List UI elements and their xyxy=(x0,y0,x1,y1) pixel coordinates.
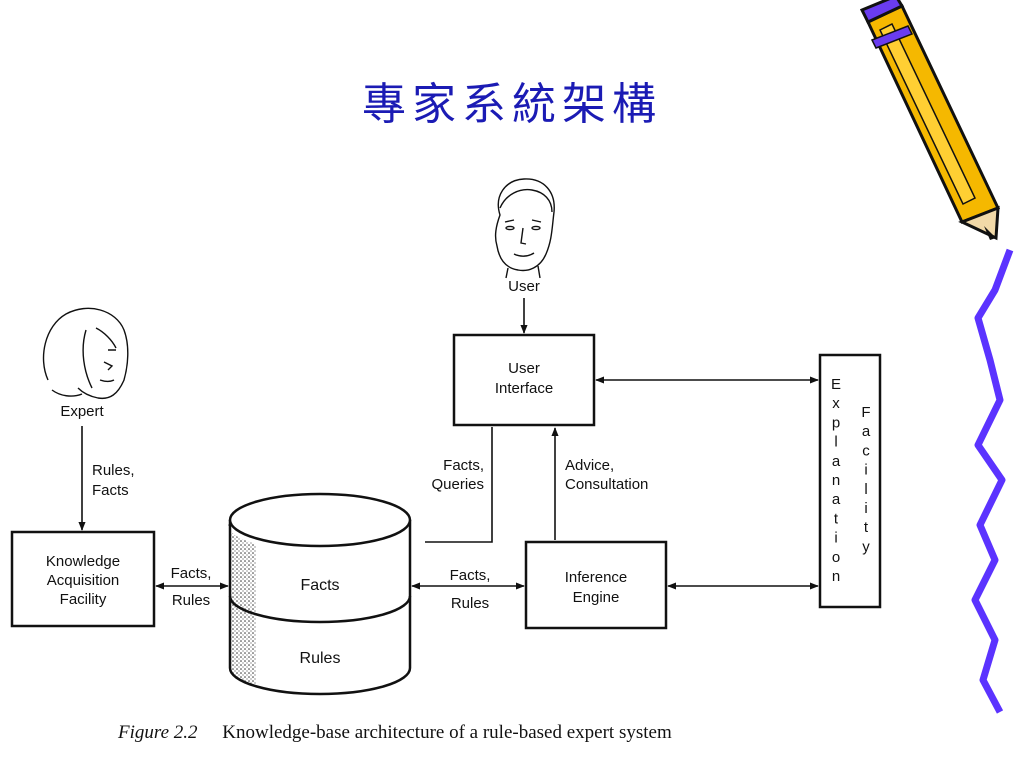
facility-letter: F xyxy=(861,404,870,421)
edge-label-expert-2: Facts xyxy=(92,482,129,499)
edge-label-advice-2: Consultation xyxy=(565,476,648,493)
facility-letter: i xyxy=(864,500,867,517)
explanation-letter: l xyxy=(834,434,837,451)
kaf-line-3: Facility xyxy=(60,591,107,608)
squiggle-decoration xyxy=(971,248,1014,714)
edge-label-queries-2: Queries xyxy=(431,476,484,493)
expert-label: Expert xyxy=(60,403,104,420)
explanation-letter: o xyxy=(832,549,840,566)
database-facts-label: Facts xyxy=(300,577,339,594)
facility-letter: l xyxy=(864,481,867,498)
inference-engine-line-2: Engine xyxy=(573,589,620,606)
user-interface-line-1: User xyxy=(508,360,540,377)
database-rules-label: Rules xyxy=(300,650,341,667)
user-face-icon xyxy=(494,178,555,279)
edge-label-kaf-2: Rules xyxy=(172,592,210,609)
explanation-letter: a xyxy=(832,491,841,508)
interface-to-db-line xyxy=(425,427,493,543)
explanation-letter: n xyxy=(832,568,840,585)
explanation-letter: i xyxy=(834,530,837,547)
figure-caption-text: Knowledge-base architecture of a rule-ba… xyxy=(222,722,672,743)
facility-letter: y xyxy=(862,538,870,555)
inference-engine-box xyxy=(524,540,668,630)
figure-caption: Figure 2.2 Knowledge-base architecture o… xyxy=(118,722,878,744)
facility-letter: c xyxy=(862,442,870,459)
explanation-letter: n xyxy=(832,472,840,489)
facility-text: Facility xyxy=(861,404,870,555)
knowledge-base-cylinder xyxy=(228,492,412,696)
explanation-letter: E xyxy=(831,376,841,393)
facility-letter: t xyxy=(864,519,869,536)
explanation-letter: a xyxy=(832,453,841,470)
slide-title: 專家系統架構 xyxy=(362,79,662,130)
explanation-facility-box xyxy=(818,353,882,609)
kaf-line-1: Knowledge xyxy=(46,553,120,570)
user-interface-line-2: Interface xyxy=(495,380,553,397)
facility-letter: a xyxy=(862,423,871,440)
user-interface-box xyxy=(452,333,596,427)
expert-face-icon xyxy=(42,307,129,400)
knowledge-acquisition-box xyxy=(10,530,156,628)
edge-label-expert-1: Rules, xyxy=(92,462,135,479)
kaf-line-2: Acquisition xyxy=(47,572,120,589)
edge-label-kaf-1: Facts, xyxy=(171,565,212,582)
user-label: User xyxy=(508,278,540,295)
edge-label-queries-1: Facts, xyxy=(443,457,484,474)
explanation-letter: p xyxy=(832,414,840,431)
explanation-letter: t xyxy=(834,510,839,527)
edge-label-engine-1: Facts, xyxy=(450,567,491,584)
pencil-icon xyxy=(859,0,1001,241)
edge-label-engine-2: Rules xyxy=(451,595,489,612)
edge-label-advice-1: Advice, xyxy=(565,457,614,474)
facility-letter: i xyxy=(864,462,867,479)
figure-number: Figure 2.2 xyxy=(118,722,198,743)
inference-engine-line-1: Inference xyxy=(565,569,628,586)
explanation-letter: x xyxy=(832,395,840,412)
